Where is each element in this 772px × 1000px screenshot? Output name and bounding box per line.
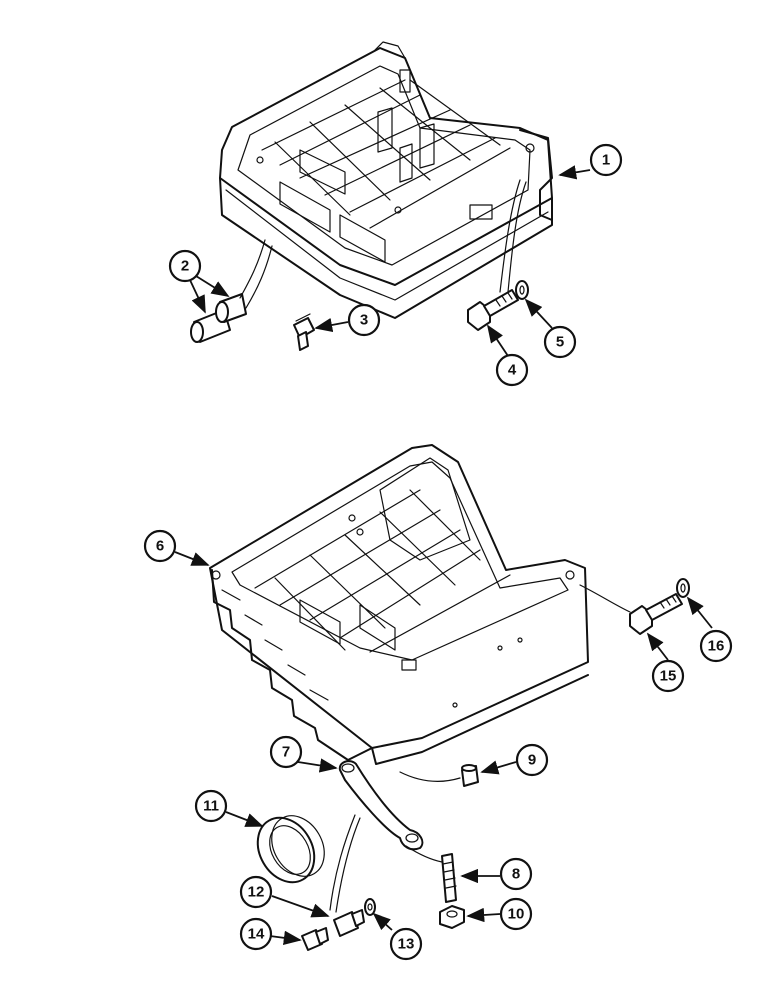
lower-housing <box>209 444 589 765</box>
washer-upper <box>515 280 529 300</box>
callout-14: 14 <box>239 917 273 951</box>
svg-text:11: 11 <box>203 798 219 815</box>
svg-text:2: 2 <box>181 258 189 275</box>
nipple <box>301 927 329 951</box>
svg-text:12: 12 <box>248 884 265 901</box>
stud <box>405 845 457 903</box>
callout-6: 6 <box>143 529 177 563</box>
svg-text:15: 15 <box>660 668 677 685</box>
svg-text:5: 5 <box>556 334 564 351</box>
svg-text:4: 4 <box>508 362 517 379</box>
fitting <box>293 313 315 351</box>
upper-housing <box>219 41 553 319</box>
callout-1: 1 <box>589 143 623 177</box>
callout-13: 13 <box>389 927 423 961</box>
bolt-upper <box>467 179 527 331</box>
svg-text:7: 7 <box>282 744 290 761</box>
dowel <box>399 764 479 787</box>
svg-text:13: 13 <box>398 936 415 953</box>
callout-8: 8 <box>499 857 533 891</box>
washer-small <box>364 898 376 916</box>
svg-text:1: 1 <box>602 152 610 169</box>
callout-7: 7 <box>269 735 303 769</box>
callout-11: 11 <box>194 789 228 823</box>
svg-text:10: 10 <box>508 906 525 923</box>
svg-text:8: 8 <box>512 866 520 883</box>
callout-16: 16 <box>699 629 733 663</box>
callout-15: 15 <box>651 659 685 693</box>
washer-lower <box>676 578 690 598</box>
svg-text:9: 9 <box>528 752 536 769</box>
bolt-lower <box>579 584 683 635</box>
callout-3: 3 <box>347 303 381 337</box>
grease-fitting <box>329 814 365 937</box>
svg-text:3: 3 <box>360 312 368 329</box>
callout-2: 2 <box>168 249 202 283</box>
callout-5: 5 <box>543 325 577 359</box>
seal-ring <box>256 815 325 884</box>
callout-4: 4 <box>495 353 529 387</box>
callout-10: 10 <box>499 897 533 931</box>
leader-lines <box>174 165 713 945</box>
svg-text:16: 16 <box>708 638 725 655</box>
callout-9: 9 <box>515 743 549 777</box>
svg-text:6: 6 <box>156 538 164 555</box>
callout-12: 12 <box>239 875 273 909</box>
bushing-pair <box>190 239 273 343</box>
nut <box>439 905 465 929</box>
svg-text:14: 14 <box>248 926 265 943</box>
bearing-cap <box>338 760 424 851</box>
